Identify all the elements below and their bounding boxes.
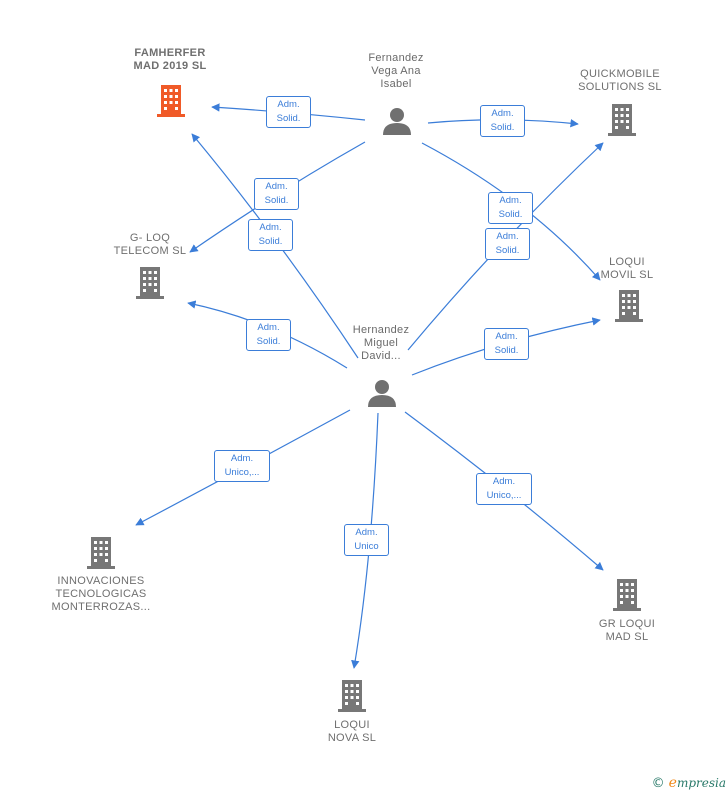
edge-label-fernandez-gloq[interactable]: Adm.Solid. <box>254 178 299 210</box>
person-icon <box>368 380 396 407</box>
building-icon <box>608 104 636 136</box>
building-icon <box>338 680 366 712</box>
brand-logo-e: e <box>668 775 677 791</box>
brand-name: mpresia <box>676 776 726 790</box>
edge-label-fernandez-quickmobile[interactable]: Adm.Solid. <box>480 105 525 137</box>
edge-label-hernandez-loquimovil[interactable]: Adm.Solid. <box>484 328 529 360</box>
edge-label-hernandez-famherfer[interactable]: Adm.Solid. <box>248 219 293 251</box>
building-icon <box>87 537 115 569</box>
edge-label-hernandez-loquinova[interactable]: Adm.Unico <box>344 524 389 556</box>
building-icon <box>613 579 641 611</box>
brand-footer[interactable]: ©empresia <box>652 775 726 791</box>
edge-label-hernandez-quickmobile[interactable]: Adm.Solid. <box>485 228 530 260</box>
edge-label-fernandez-famherfer[interactable]: Adm.Solid. <box>266 96 311 128</box>
building-icon <box>157 85 185 117</box>
edge-label-hernandez-gloq[interactable]: Adm.Solid. <box>246 319 291 351</box>
copyright-icon: © <box>651 776 665 791</box>
building-icon <box>136 267 164 299</box>
edge-label-hernandez-innovaciones[interactable]: Adm.Unico,... <box>214 450 270 482</box>
edge-label-fernandez-loquimovil[interactable]: Adm.Solid. <box>488 192 533 224</box>
edge-label-hernandez-grloqui[interactable]: Adm.Unico,... <box>476 473 532 505</box>
person-icon <box>383 108 411 135</box>
building-icon <box>615 290 643 322</box>
